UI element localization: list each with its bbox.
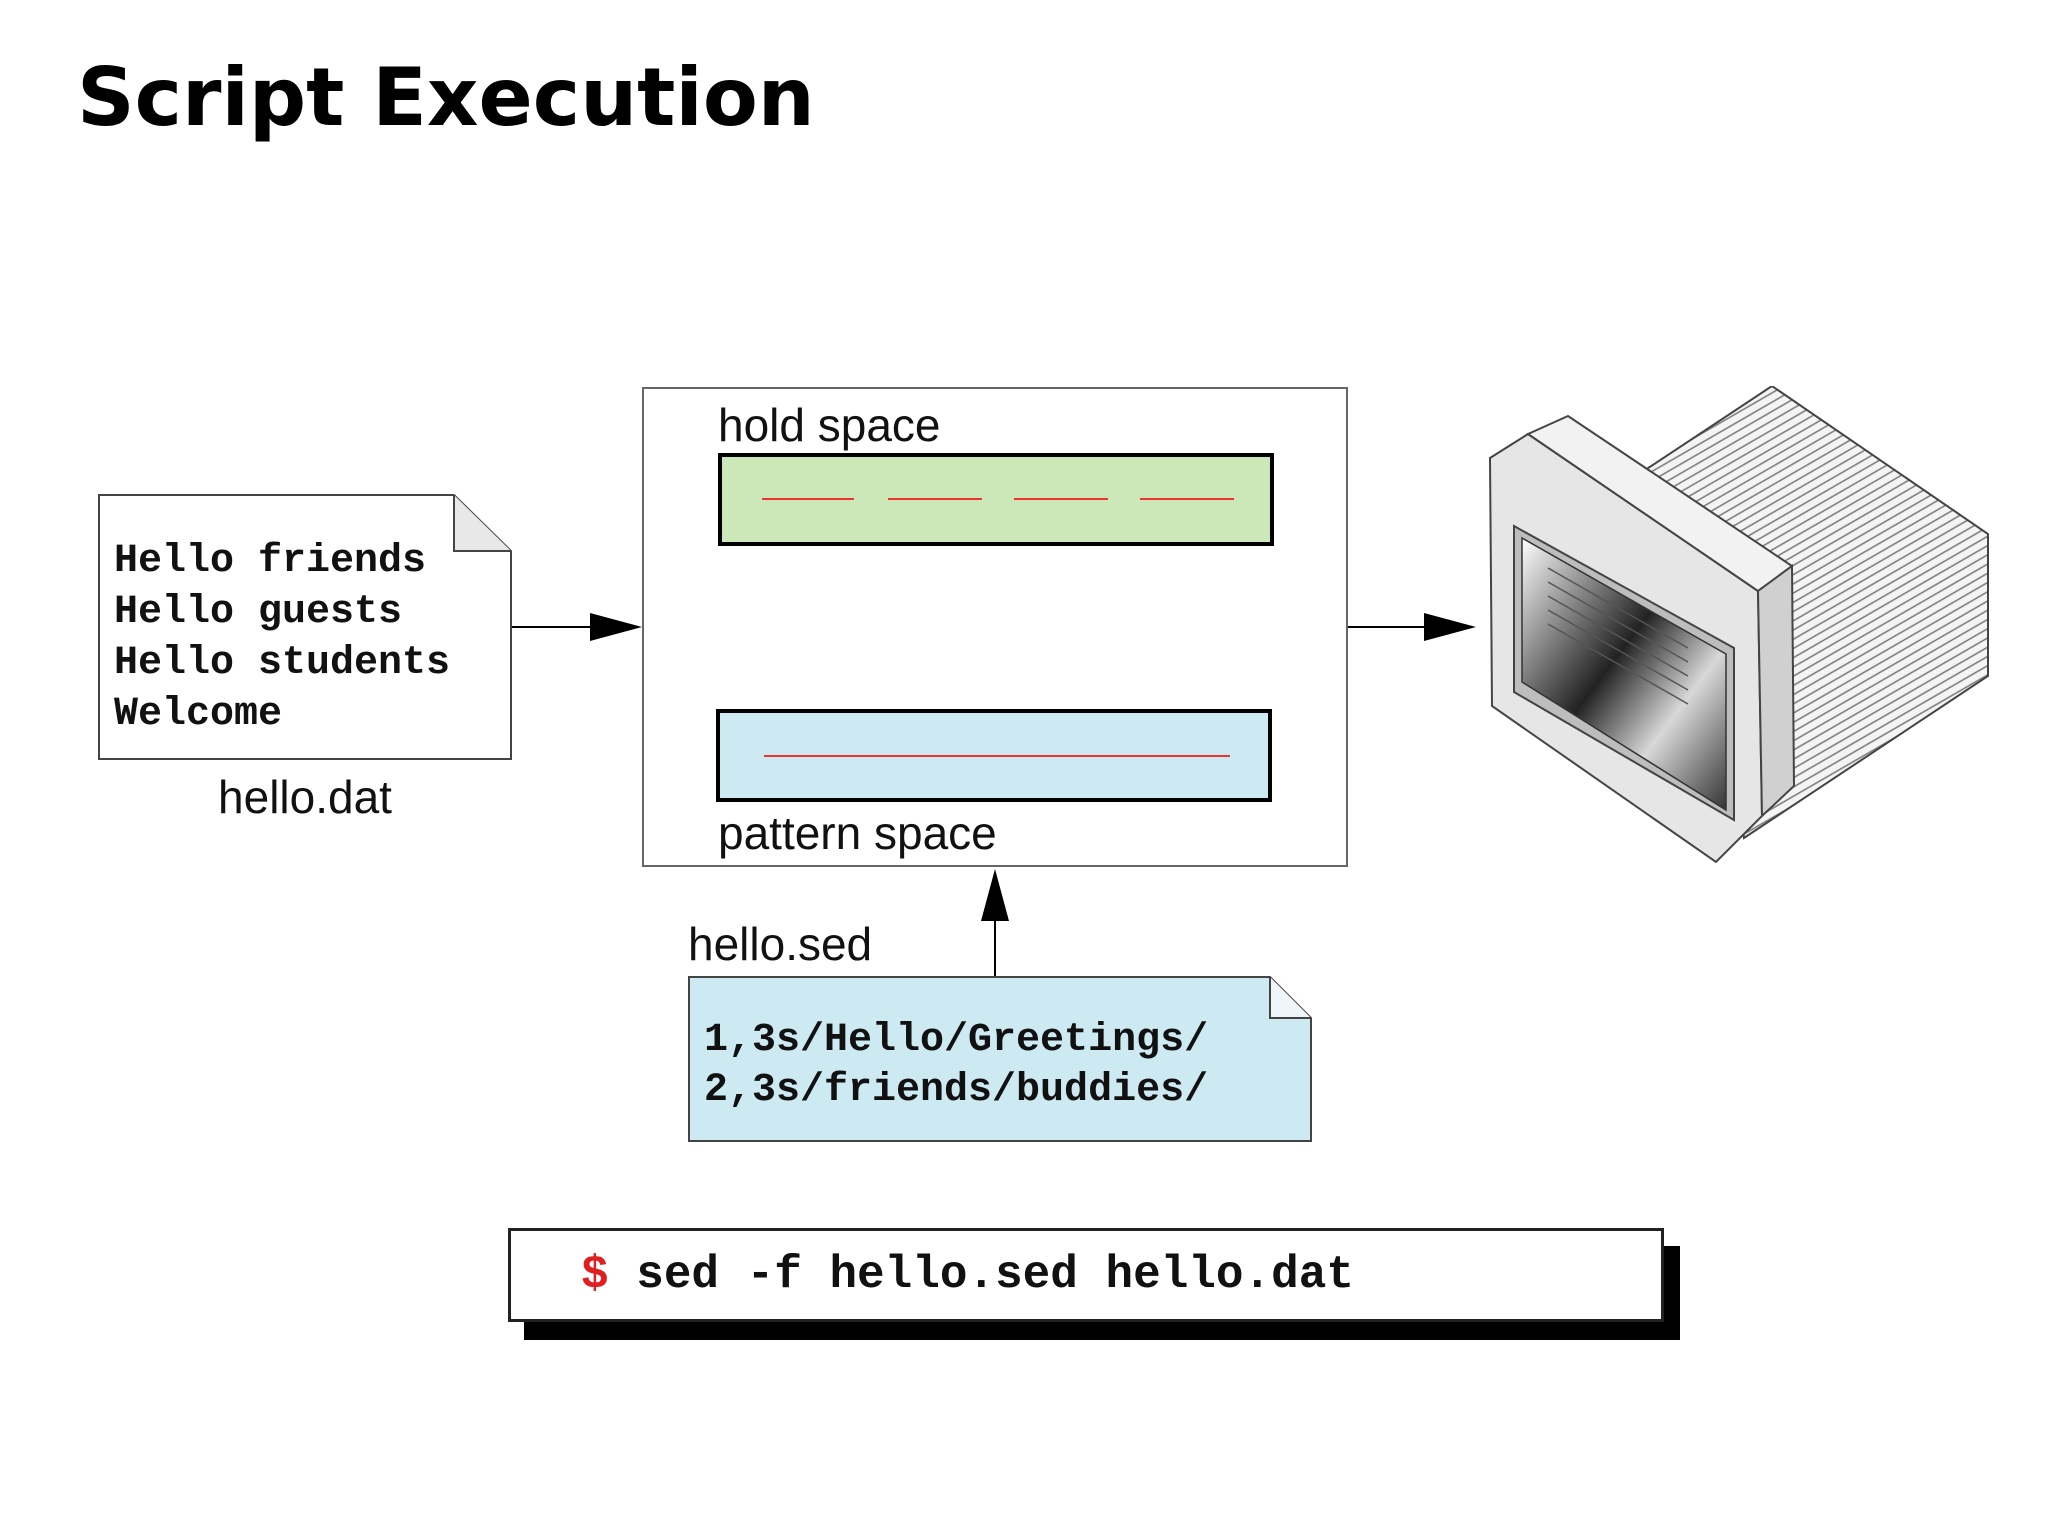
input-arrow — [512, 613, 642, 641]
pattern-space-buffer — [716, 709, 1272, 802]
script-file-lines: 1,3s/Hello/Greetings/2,3s/friends/buddie… — [704, 1016, 1208, 1116]
page-title: Script Execution — [77, 51, 815, 144]
script-line: 2,3s/friends/buddies/ — [704, 1068, 1209, 1113]
input-line: Welcome — [114, 692, 283, 737]
shell-prompt: $ — [581, 1249, 609, 1301]
hold-line-mark — [1014, 498, 1108, 500]
output-arrow — [1348, 613, 1476, 641]
hold-space-label: hold space — [718, 399, 941, 451]
script-file-document: 1,3s/Hello/Greetings/2,3s/friends/buddie… — [688, 976, 1312, 1142]
script-file-name: hello.sed — [688, 918, 873, 970]
input-line: Hello guests — [114, 590, 403, 635]
hold-line-mark — [1140, 498, 1234, 500]
monitor-icon — [1488, 386, 1989, 864]
hold-space-buffer — [718, 453, 1274, 546]
document-icon — [98, 494, 512, 760]
command-text-row: $ sed -f hello.sed hello.dat — [581, 1249, 1354, 1301]
script-arrow — [981, 869, 1009, 976]
hold-line-mark — [762, 498, 854, 500]
command-line: $ sed -f hello.sed hello.dat — [508, 1228, 1664, 1322]
pattern-line-mark — [764, 755, 1230, 757]
input-line: Hello students — [114, 641, 451, 686]
input-file-name: hello.dat — [218, 771, 392, 823]
input-line: Hello friends — [114, 539, 427, 584]
document-icon — [688, 976, 1312, 1142]
hold-line-mark — [888, 498, 982, 500]
script-line: 1,3s/Hello/Greetings/ — [704, 1018, 1209, 1063]
command-text: sed -f hello.sed hello.dat — [636, 1249, 1354, 1301]
pattern-space-label: pattern space — [718, 807, 997, 859]
